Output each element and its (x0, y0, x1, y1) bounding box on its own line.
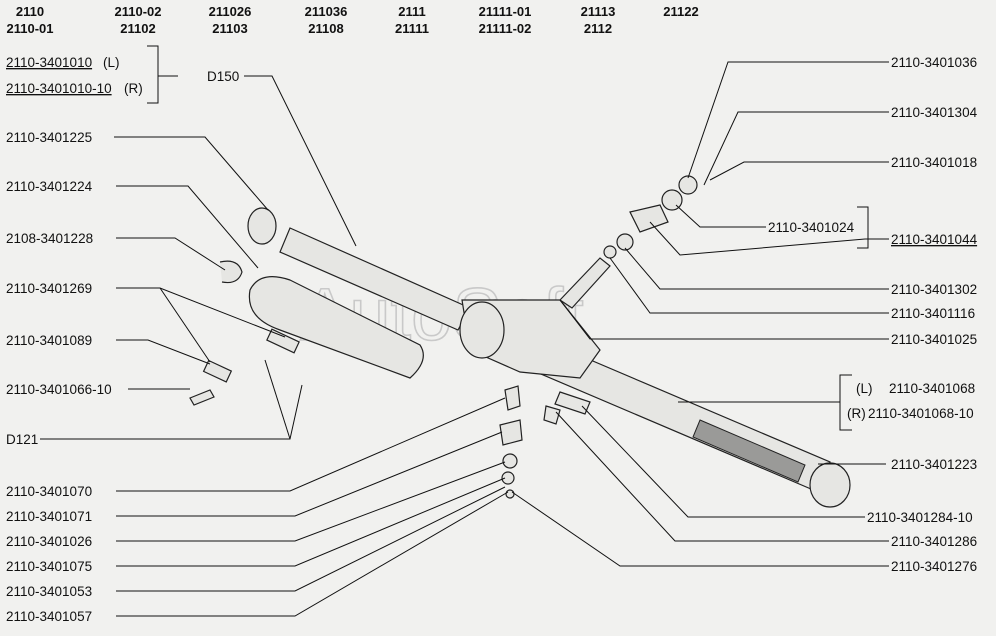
nut-3401026 (502, 453, 518, 469)
model-header: 2110 2110-01 2110-02 21102 211026 21103 … (7, 4, 699, 36)
rack-part-r: 2110-3401068-10 (868, 406, 974, 421)
label-3401044: 2110-3401044 (891, 232, 978, 247)
rack-part-l: 2110-3401068 (889, 381, 975, 396)
cover-3401024 (629, 204, 669, 233)
label-3401225: 2110-3401225 (6, 130, 92, 145)
rack-side-l: (L) (856, 381, 873, 396)
assembly-side-l: (L) (103, 55, 120, 70)
screw-3401057 (505, 489, 515, 499)
label-3401269: 2110-3401269 (6, 281, 92, 296)
assembly-part-l: 2110-3401010 (6, 55, 92, 70)
label-3401228: 2108-3401228 (6, 231, 93, 246)
model-code-1b: 2110-01 (7, 21, 54, 36)
link-3401284 (554, 391, 591, 415)
label-3401284-10: 2110-3401284-10 (867, 510, 973, 525)
label-3401304: 2110-3401304 (891, 105, 978, 120)
model-code-3b: 21103 (212, 21, 247, 36)
model-code-8a: 21122 (663, 4, 698, 19)
rack-side-r: (R) (847, 406, 866, 421)
label-3401025: 2110-3401025 (891, 332, 977, 347)
model-code-4a: 211036 (305, 4, 348, 19)
rack-teeth (692, 419, 806, 483)
washer-3401036 (678, 175, 698, 195)
model-code-6b: 21111-02 (479, 21, 532, 36)
assembly-side-r: (R) (124, 81, 143, 96)
label-3401276: 2110-3401276 (891, 559, 977, 574)
left-assembly-callout: 2110-3401010 (L) 2110-3401010-10 (R) (6, 55, 143, 96)
label-3401057: 2110-3401057 (6, 609, 92, 624)
label-3401026: 2110-3401026 (6, 534, 92, 549)
oring-3401302 (616, 233, 634, 251)
model-code-5b: 21111 (395, 21, 429, 36)
assembly-part-r: 2110-3401010-10 (6, 81, 112, 96)
model-code-6a: 21111-01 (479, 4, 532, 19)
spring-3401071 (499, 419, 523, 446)
model-code-7b: 2112 (584, 21, 612, 36)
plate-3401089 (202, 359, 233, 383)
support-3401070 (504, 385, 521, 411)
label-3401116: 2110-3401116 (891, 306, 975, 321)
plate-3401269 (266, 328, 300, 354)
clamp-3401228 (219, 260, 243, 284)
ring-3401075 (501, 471, 515, 485)
label-3401018: 2110-3401018 (891, 155, 977, 170)
left-part-labels: D150 2110-3401225 2110-3401224 2108-3401… (6, 69, 239, 624)
label-3401070: 2110-3401070 (6, 484, 92, 499)
label-d150: D150 (207, 69, 239, 84)
model-code-2a: 2110-02 (115, 4, 162, 19)
leader-lines (40, 61, 889, 617)
model-code-7a: 21113 (581, 4, 616, 19)
right-end-cap (809, 462, 851, 508)
bolt-3401066 (189, 389, 215, 406)
rack-assembly-callout: (L) 2110-3401068 (R) 2110-3401068-10 (847, 381, 975, 421)
left-tube (279, 227, 471, 331)
brackets (147, 45, 869, 431)
label-3401075: 2110-3401075 (6, 559, 92, 574)
housing-left-flange (459, 301, 505, 359)
label-3401302: 2110-3401302 (891, 282, 977, 297)
rack-drawing (189, 175, 851, 508)
label-3401036: 2110-3401036 (891, 55, 977, 70)
label-3401053: 2110-3401053 (6, 584, 92, 599)
label-3401286: 2110-3401286 (891, 534, 977, 549)
model-code-3a: 211026 (209, 4, 252, 19)
plug-3401116 (603, 245, 617, 259)
label-3401223: 2110-3401223 (891, 457, 977, 472)
label-3401066-10: 2110-3401066-10 (6, 382, 112, 397)
rubber-boot (248, 276, 424, 379)
right-part-labels: 2110-3401036 2110-3401304 2110-3401018 2… (768, 55, 978, 574)
label-d121: D121 (6, 432, 38, 447)
model-code-1a: 2110 (16, 4, 44, 19)
pinion-shaft (559, 257, 611, 309)
label-3401224: 2110-3401224 (6, 179, 93, 194)
label-3401024: 2110-3401024 (768, 220, 855, 235)
bearing-3401018 (661, 189, 683, 211)
label-3401071: 2110-3401071 (6, 509, 92, 524)
model-code-2b: 21102 (120, 21, 155, 36)
bracket-3401286 (543, 405, 561, 425)
model-code-4b: 21108 (308, 21, 343, 36)
model-code-5a: 2111 (398, 4, 426, 19)
tube-bushing (247, 207, 277, 245)
label-3401089: 2110-3401089 (6, 333, 92, 348)
